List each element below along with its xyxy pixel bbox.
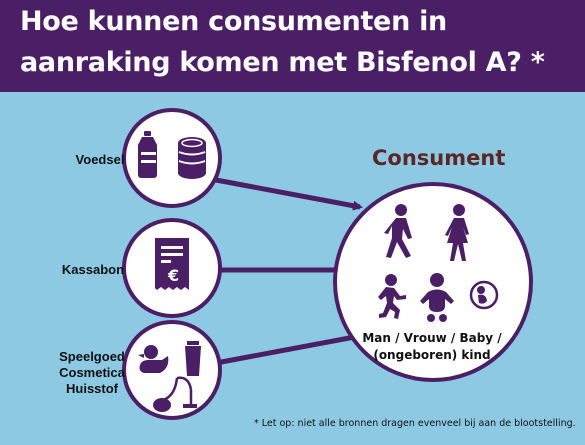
consumer-description-line-2: (ongeboren) kind bbox=[373, 348, 491, 362]
receipt-euro-icon: € bbox=[155, 238, 189, 290]
child-running-icon bbox=[378, 274, 406, 319]
tube-icon bbox=[185, 341, 201, 376]
svg-text:€: € bbox=[167, 266, 179, 285]
source-label-huisstof: Huisstof bbox=[66, 381, 118, 396]
consumer-description: Man / Vrouw / Baby / (ongeboren) kind bbox=[343, 330, 521, 364]
consumer-title: Consument bbox=[372, 146, 506, 170]
consumer-description-line-1: Man / Vrouw / Baby / bbox=[362, 331, 502, 345]
header-banner: Hoe kunnen consumenten in aanraking kome… bbox=[0, 0, 585, 92]
arrow-speelgoed bbox=[215, 332, 363, 366]
source-label-voedsel: Voedsel bbox=[75, 152, 125, 167]
duck-icon bbox=[138, 345, 169, 373]
source-label-group: Speelgoed Cosmetica Huisstof bbox=[44, 349, 140, 397]
unborn-child-icon bbox=[469, 280, 499, 310]
footnote: * Let op: niet alle bronnen dragen evenv… bbox=[254, 418, 576, 429]
bottle-icon bbox=[138, 131, 157, 178]
source-label-kassabon: Kassabon bbox=[61, 262, 125, 277]
page-title-line-2: aanraking komen met Bisfenol A? * bbox=[20, 47, 545, 78]
vacuum-icon bbox=[153, 376, 197, 412]
source-label-cosmetica: Cosmetica bbox=[59, 365, 125, 380]
woman-walking-icon bbox=[445, 204, 469, 261]
arrow-voedsel bbox=[215, 177, 363, 211]
man-walking-icon bbox=[384, 204, 412, 258]
page-title-line-1: Hoe kunnen consumenten in bbox=[20, 6, 447, 37]
source-label-speelgoed: Speelgoed bbox=[59, 349, 125, 364]
can-icon bbox=[178, 137, 206, 179]
baby-icon bbox=[420, 273, 454, 322]
